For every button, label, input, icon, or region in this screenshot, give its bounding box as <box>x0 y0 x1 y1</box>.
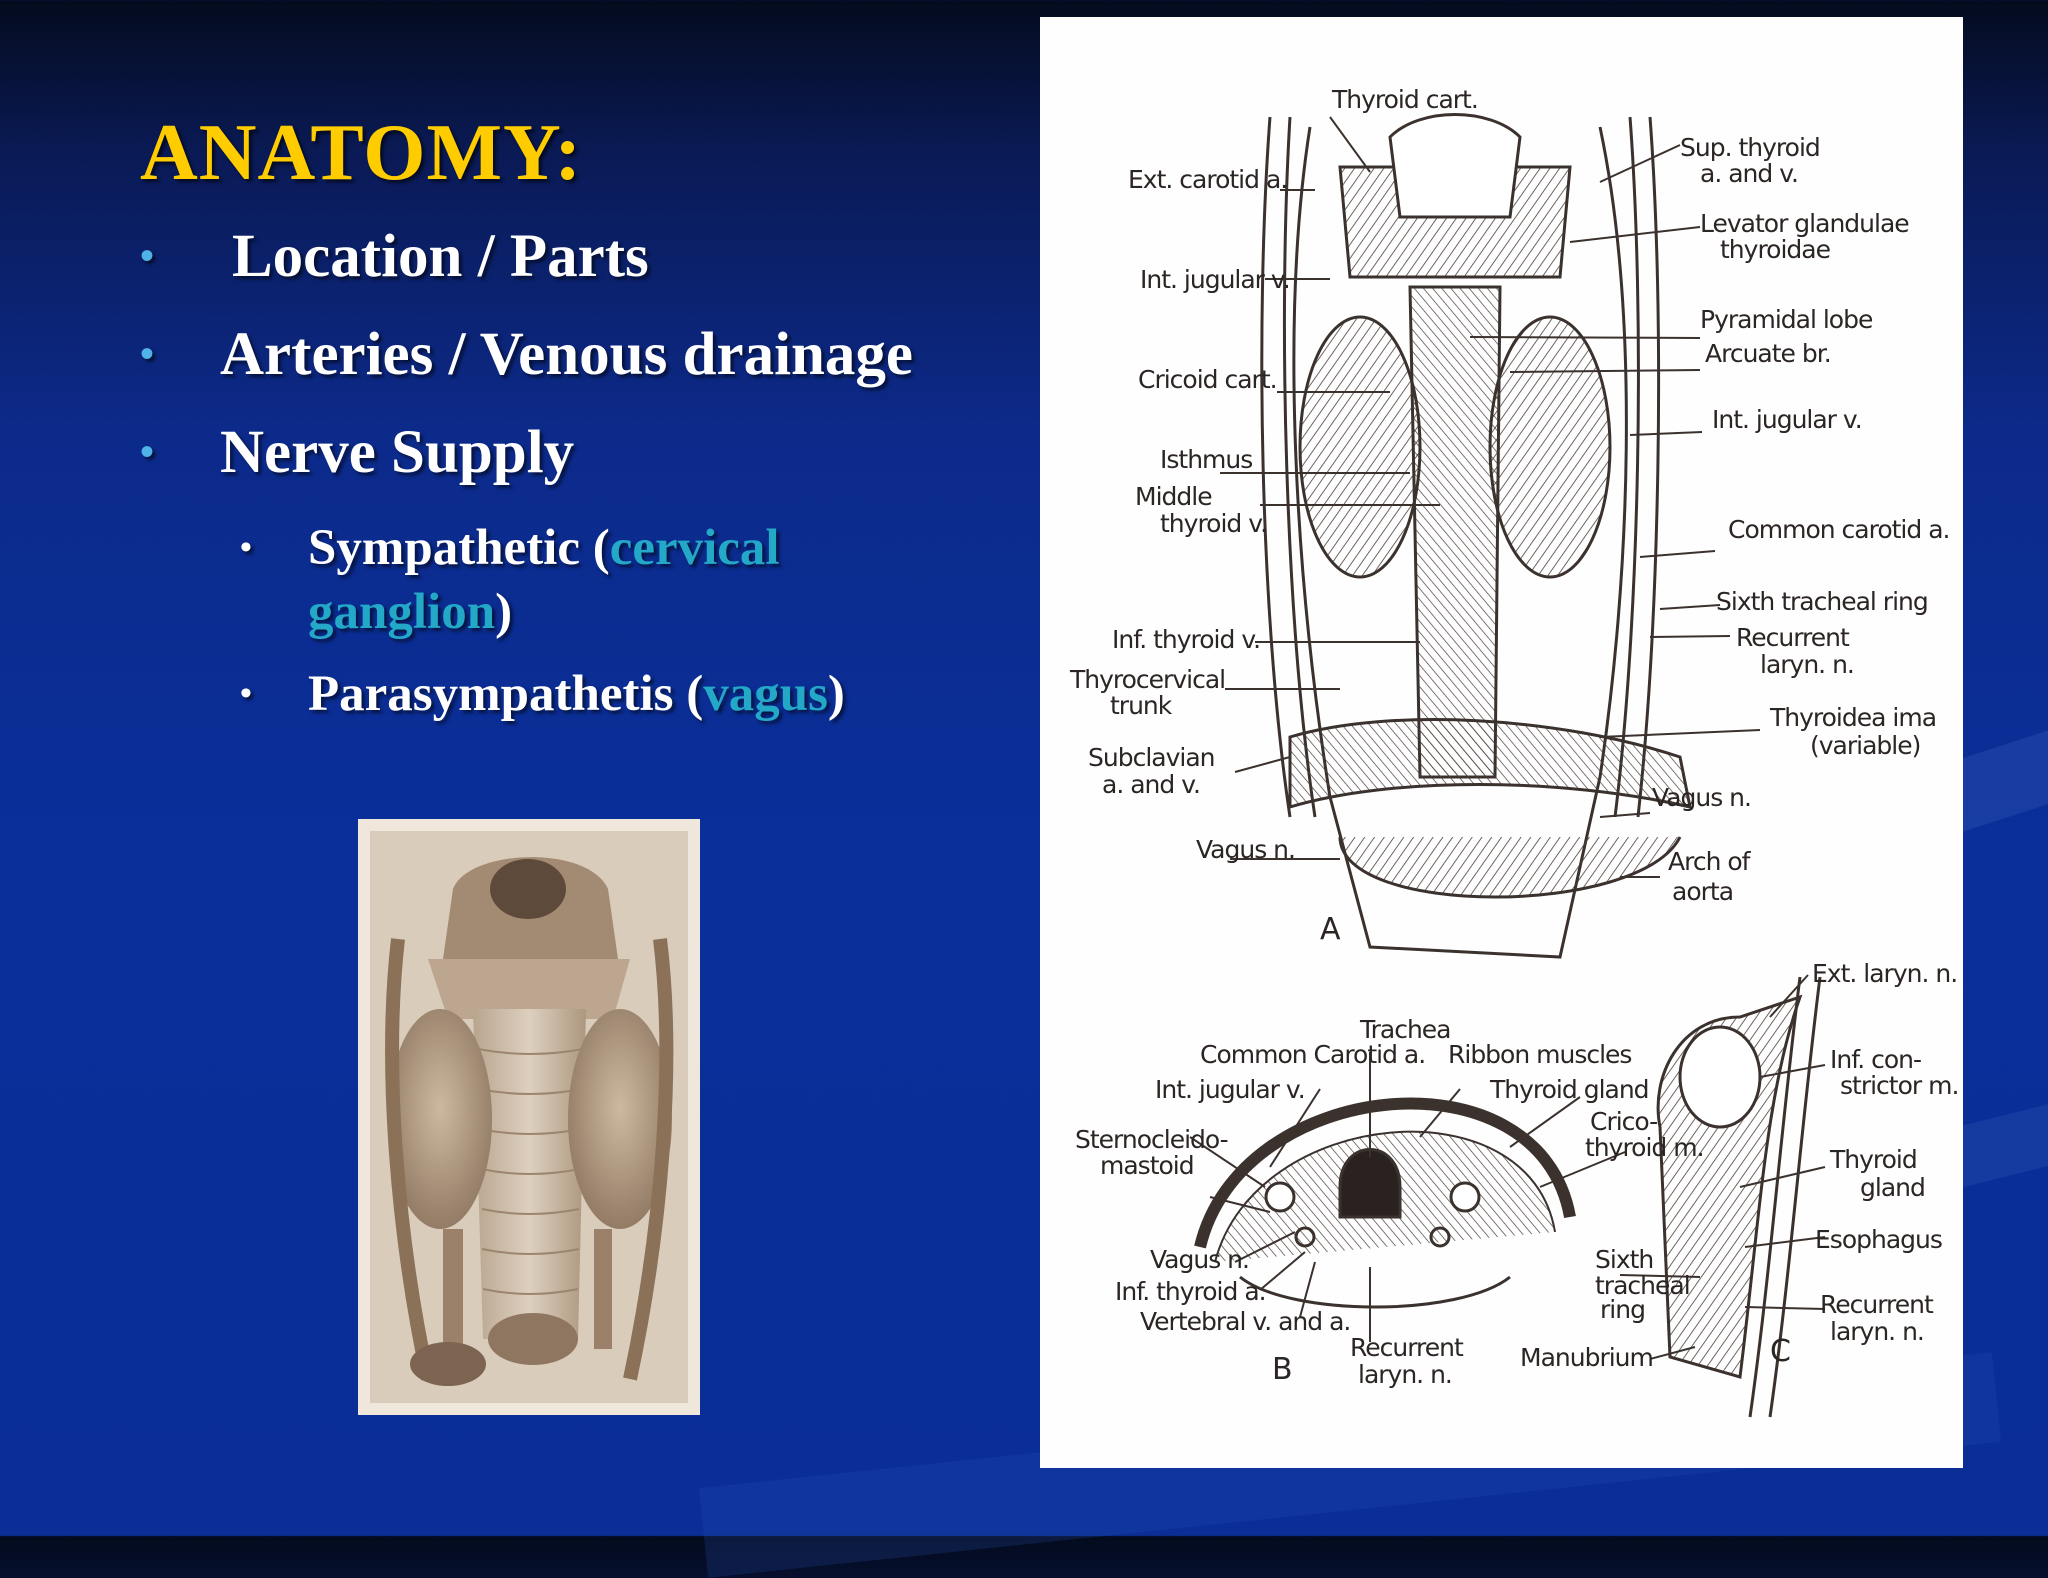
thyroid-photo <box>358 819 700 1415</box>
sub-bullet-text: Sympathetic ( <box>308 520 610 576</box>
label-sup-thyroid: Sup. thyroid <box>1680 133 1821 162</box>
label-sup-thyroid: a. and v. <box>1700 159 1799 188</box>
label-vagus-b: Vagus n. <box>1150 1245 1250 1274</box>
label-sternocleidomastoid: mastoid <box>1100 1151 1195 1180</box>
label-recurrent-c: Recurrent <box>1820 1290 1934 1319</box>
sub-bullet-text: ) <box>827 666 845 722</box>
bullet-dot-icon: • <box>140 429 155 474</box>
label-pyramidal-lobe: Pyramidal lobe <box>1700 305 1873 334</box>
label-thyrocervical: trunk <box>1110 691 1172 720</box>
label-int-jugular-b: Int. jugular v. <box>1155 1075 1306 1104</box>
sub-bullet-text: ) <box>495 584 513 640</box>
label-arcuate: Arcuate br. <box>1705 339 1832 368</box>
figure-label-a: A <box>1320 912 1341 947</box>
label-vagus-left: Vagus n. <box>1196 835 1296 864</box>
label-thyroidea-ima: Thyroidea ima <box>1770 703 1937 732</box>
label-subclavian: a. and v. <box>1102 770 1201 799</box>
sub-bullet-highlight: cervical ganglion <box>308 520 780 640</box>
label-trachea: Trachea <box>1360 1015 1451 1044</box>
label-cricothyroid: Crico- <box>1590 1107 1658 1136</box>
label-recurrent: Recurrent <box>1736 623 1850 652</box>
label-vertebral: Vertebral v. and a. <box>1140 1307 1351 1336</box>
label-middle-thyroid: thyroid v. <box>1160 509 1268 538</box>
sub-bullet-sympathetic: • Sympathetic (cervical ganglion) <box>140 516 860 644</box>
label-sixth-tracheal-ring: Sixth tracheal ring <box>1716 587 1929 616</box>
label-ext-carotid: Ext. carotid a. <box>1128 165 1288 194</box>
sub-bullet-highlight: vagus <box>703 666 828 722</box>
thyroid-anatomy-diagram: Thyroid cart. Ext. carotid a. Int. jugul… <box>1040 17 1963 1468</box>
label-ext-laryn: Ext. laryn. n. <box>1812 959 1958 988</box>
label-thyroid-gland-c: Thyroid <box>1830 1145 1918 1174</box>
label-inf-thyroid-a: Inf. thyroid a. <box>1115 1277 1267 1306</box>
label-recurrent-c: laryn. n. <box>1830 1317 1925 1346</box>
label-recurrent-b: laryn. n. <box>1358 1360 1453 1389</box>
label-inf-constrictor: Inf. con- <box>1830 1045 1922 1074</box>
label-sixth-ring-c: tracheal <box>1595 1271 1691 1300</box>
sub-bullet-text: Parasympathetis ( <box>308 666 704 722</box>
bullet-arteries: • Arteries / Venous drainage <box>140 320 1020 418</box>
bullet-dot-icon: • <box>140 331 155 376</box>
sub-bullet-parasympathetic: • Parasympathetis (vagus) <box>140 662 860 726</box>
label-arch-aorta: aorta <box>1672 877 1734 906</box>
label-thyroid-gland-c: gland <box>1860 1173 1926 1202</box>
label-thyroidea-ima: (variable) <box>1810 731 1921 760</box>
label-sixth-ring-c: Sixth <box>1595 1245 1654 1274</box>
label-isthmus: Isthmus <box>1160 445 1253 474</box>
label-cricoid-cart: Cricoid cart. <box>1138 365 1278 394</box>
label-common-carotid: Common carotid a. <box>1728 515 1950 544</box>
label-recurrent: laryn. n. <box>1760 650 1855 679</box>
sub-bullet-dot-icon: • <box>240 675 252 712</box>
bullet-list: • Location / Parts • Arteries / Venous d… <box>140 222 1020 516</box>
figure-label-b: B <box>1272 1352 1293 1387</box>
bullet-nerve-supply: • Nerve Supply <box>140 418 1020 516</box>
bullet-text: Location / Parts <box>232 223 649 290</box>
label-cricothyroid: thyroid m. <box>1585 1133 1705 1162</box>
label-ribbon-muscles: Ribbon muscles <box>1448 1040 1632 1069</box>
label-recurrent-b: Recurrent <box>1350 1333 1464 1362</box>
label-esophagus: Esophagus <box>1815 1225 1943 1254</box>
label-levator: thyroidae <box>1720 235 1831 264</box>
figure-label-c: C <box>1770 1334 1791 1369</box>
label-inf-thyroid-v: Inf. thyroid v. <box>1112 625 1261 654</box>
bullet-location-parts: • Location / Parts <box>140 222 1020 320</box>
label-arch-aorta: Arch of <box>1668 847 1750 876</box>
sub-bullet-dot-icon: • <box>240 529 252 566</box>
bullet-text: Nerve Supply <box>220 419 575 486</box>
label-int-jugular-left: Int. jugular v. <box>1140 265 1291 294</box>
label-int-jugular-right: Int. jugular v. <box>1712 405 1863 434</box>
sub-bullet-list: • Sympathetic (cervical ganglion) • Para… <box>140 516 860 744</box>
label-subclavian: Subclavian <box>1088 743 1215 772</box>
label-thyroid-gland-b: Thyroid gland <box>1490 1075 1650 1104</box>
label-thyroid-cart: Thyroid cart. <box>1332 85 1479 114</box>
label-vagus-right: Vagus n. <box>1652 783 1752 812</box>
label-levator: Levator glandulae <box>1700 209 1910 238</box>
label-sixth-ring-c: ring <box>1600 1295 1646 1324</box>
label-thyrocervical: Thyrocervical <box>1070 665 1226 694</box>
bullet-dot-icon: • <box>140 233 155 278</box>
label-sternocleidomastoid: Sternocleido- <box>1075 1125 1229 1154</box>
label-inf-constrictor: strictor m. <box>1840 1071 1959 1100</box>
label-manubrium: Manubrium <box>1520 1343 1654 1372</box>
bullet-text: Arteries / Venous drainage <box>220 321 914 388</box>
label-middle-thyroid: Middle <box>1135 482 1213 511</box>
label-common-carotid-b: Common Carotid a. <box>1200 1040 1426 1069</box>
slide-title: ANATOMY: <box>140 109 583 197</box>
